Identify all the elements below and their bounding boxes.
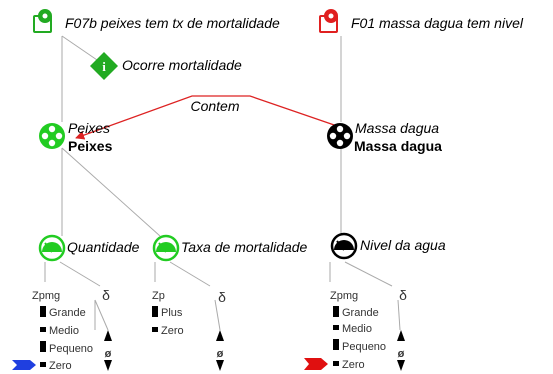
quantity-space-name: Zpmg (32, 290, 60, 302)
derivative-up-arrow (216, 330, 224, 341)
derivative-down-arrow (397, 360, 405, 371)
entity-icon-dot (48, 139, 56, 147)
derivative-zero: ø (105, 348, 112, 360)
connector-lines (44, 35, 401, 331)
value-point (333, 361, 339, 366)
quantity-space-name: Zp (152, 290, 165, 302)
quantity-taxa-label: Taxa de mortalidade (181, 239, 308, 255)
value-point (40, 362, 46, 367)
value-box (40, 306, 46, 317)
value-label: Pequeno (342, 341, 386, 353)
value-label: Pequeno (49, 343, 93, 355)
entity-icon-dot (41, 132, 49, 140)
value-label: Medio (49, 325, 79, 337)
scenario-right-label: F01 massa dagua tem nivel (351, 15, 524, 31)
relation-label: Contem (190, 98, 239, 114)
derivative-zero: ø (398, 348, 405, 360)
value-label: Medio (342, 323, 372, 335)
entity-massa-label: Massa dagua (355, 120, 439, 136)
value-point (333, 325, 339, 330)
link-peixes-taxa (61, 147, 161, 237)
current-value-marker (12, 360, 36, 370)
derivative-up-arrow (397, 330, 405, 341)
derivative-down-arrow (104, 360, 112, 371)
scenario-globe-dot (42, 13, 48, 19)
scenario-globe-dot (328, 13, 334, 19)
value-point (40, 327, 46, 332)
derivative-zero: ø (217, 348, 224, 360)
entity-icon-dot (336, 125, 344, 133)
link-nivel-delta (344, 261, 393, 287)
entity-icon-dot (343, 132, 351, 140)
value-point (152, 327, 158, 332)
link-quantidade-delta (59, 261, 101, 287)
derivative-delta: δ (102, 287, 110, 303)
value-label: Zero (49, 360, 72, 372)
entity-peixes[interactable]: Peixes Peixes (39, 120, 113, 154)
value-label: Grande (49, 307, 86, 319)
entity-icon-dot (329, 132, 337, 140)
scenario-left-label: F07b peixes tem tx de mortalidade (65, 15, 280, 31)
quantity-taxa[interactable]: Taxa de mortalidade (152, 234, 308, 262)
quantity-space-quantidade[interactable]: Zpmg Grande Medio Pequeno Zero δ ø (12, 287, 112, 372)
quantity-nivel[interactable]: Nivel da agua (330, 232, 446, 260)
value-label: Zero (342, 359, 365, 371)
derivative-delta: δ (218, 289, 226, 305)
current-value-marker (304, 358, 328, 370)
entity-peixes-label: Peixes (68, 120, 110, 136)
entity-icon (327, 123, 353, 149)
value-label: Plus (161, 307, 183, 319)
value-box (333, 306, 339, 317)
entity-icon-dot (48, 125, 56, 133)
derivative-delta: δ (399, 287, 407, 303)
entity-icon-dot (336, 139, 344, 147)
relation-arrow (75, 95, 341, 140)
value-box (40, 341, 46, 352)
entity-icon-dot (55, 132, 63, 140)
entity-icon (39, 123, 65, 149)
link-quantidade-deriv2 (94, 299, 109, 331)
link-nivel-deriv (397, 299, 401, 331)
gauge-needle (44, 242, 53, 253)
link-taxa-deriv (214, 299, 221, 331)
quantity-space-nivel[interactable]: Zpmg Grande Medio Pequeno Zero δ ø (304, 287, 407, 371)
scenario-right[interactable]: F01 massa dagua tem nivel (319, 9, 524, 33)
relation-contem[interactable]: Contem (75, 95, 341, 140)
process-node[interactable]: i Ocorre mortalidade (90, 52, 242, 80)
value-box (333, 339, 339, 350)
link-scenario-process (61, 35, 101, 63)
process-info-glyph: i (102, 59, 106, 74)
value-box (152, 306, 158, 317)
entity-massa-dagua[interactable]: Massa dagua Massa dagua (327, 120, 442, 154)
value-label: Grande (342, 307, 379, 319)
derivative-up-arrow (104, 330, 112, 341)
quantity-space-name: Zpmg (330, 290, 358, 302)
link-taxa-delta (169, 261, 211, 287)
quantity-quantidade[interactable]: Quantidade (38, 234, 140, 262)
process-diamond-icon (90, 52, 118, 80)
gauge-needle (336, 240, 345, 251)
quantity-space-taxa[interactable]: Zp Plus Zero δ ø (152, 289, 226, 371)
process-label: Ocorre mortalidade (122, 57, 242, 73)
quantity-quantidade-label: Quantidade (67, 239, 140, 255)
value-label: Zero (161, 325, 184, 337)
entity-massa-name: Massa dagua (354, 138, 442, 154)
scenario-left[interactable]: F07b peixes tem tx de mortalidade (33, 9, 280, 33)
derivative-down-arrow (216, 360, 224, 371)
gauge-needle (158, 242, 167, 253)
entity-peixes-name: Peixes (68, 138, 113, 154)
quantity-nivel-label: Nivel da agua (360, 237, 446, 253)
